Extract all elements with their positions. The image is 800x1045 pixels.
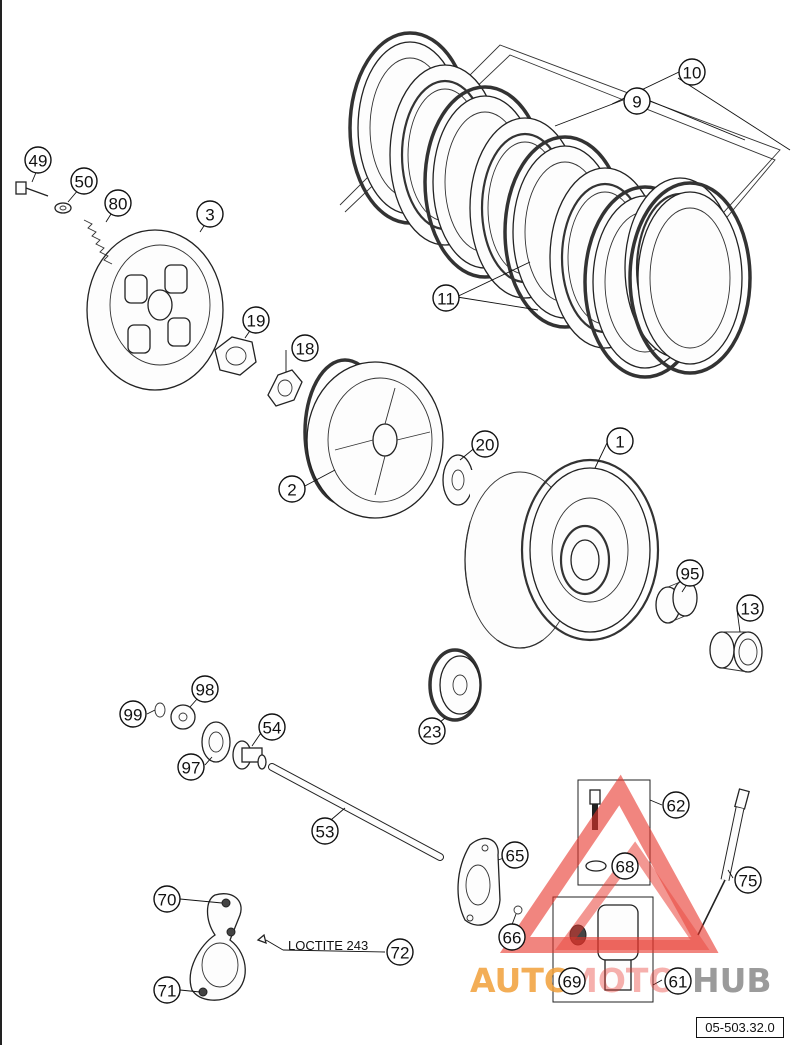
callout-label: 71 <box>158 982 177 1001</box>
callout-95: 95 <box>676 559 704 587</box>
primary-gear <box>428 648 482 722</box>
push-rod <box>268 763 444 861</box>
callout-label: 11 <box>437 290 455 309</box>
inner-clutch-hub <box>303 358 444 519</box>
release-cover <box>189 893 386 1001</box>
reference-code: 05-503.32.0 <box>696 1017 784 1038</box>
callout-18: 18 <box>291 334 319 362</box>
callout-label: 97 <box>182 759 201 778</box>
callout-label: 54 <box>263 719 282 738</box>
callout-62: 62 <box>662 791 690 819</box>
callout-75: 75 <box>734 866 762 894</box>
callout-13: 13 <box>736 594 764 622</box>
callout-label: 66 <box>503 929 522 948</box>
watermark-text-auto: AUTO <box>470 961 572 1000</box>
callout-69: 69 <box>558 967 586 995</box>
release-small-parts <box>154 702 267 770</box>
callout-99: 99 <box>119 700 147 728</box>
callout-label: 99 <box>124 706 143 725</box>
callout-label: 3 <box>205 206 214 225</box>
callout-23: 23 <box>418 717 446 745</box>
callout-label: 98 <box>196 681 215 700</box>
callout-label: 20 <box>476 436 495 455</box>
callout-label: 18 <box>296 340 315 359</box>
callout-label: 72 <box>391 944 410 963</box>
watermark-logo: AUTO MOTO HUB <box>470 774 772 1000</box>
callout-label: 62 <box>667 797 686 816</box>
pressure-plate <box>86 229 224 391</box>
callout-label: 9 <box>632 93 641 112</box>
syringe-tool <box>697 788 750 936</box>
callout-10: 10 <box>678 58 706 86</box>
callout-layer: 1239101113181920234950535461626566686970… <box>24 58 764 1004</box>
callout-label: 13 <box>741 600 760 619</box>
frame-border <box>0 0 2 1045</box>
callout-label: 68 <box>616 858 635 877</box>
callout-72: 72 <box>386 938 414 966</box>
callout-19: 19 <box>242 306 270 334</box>
callout-label: 50 <box>75 173 94 192</box>
callout-label: 69 <box>563 973 582 992</box>
callout-2: 2 <box>278 475 306 503</box>
callout-70: 70 <box>153 885 181 913</box>
callout-53: 53 <box>311 817 339 845</box>
callout-label: 23 <box>423 723 442 742</box>
bushing <box>709 631 763 673</box>
callout-label: 10 <box>683 64 702 83</box>
callout-label: 95 <box>681 565 700 584</box>
callout-label: 65 <box>506 847 525 866</box>
nut-and-lock-washer <box>214 336 303 407</box>
callout-label: 2 <box>287 481 296 500</box>
callout-80: 80 <box>104 189 132 217</box>
callout-50: 50 <box>70 167 98 195</box>
outer-clutch-basket <box>464 458 660 649</box>
callout-61: 61 <box>664 967 692 995</box>
callout-11: 11 <box>432 284 460 312</box>
callout-label: 75 <box>739 872 758 891</box>
callout-71: 71 <box>153 976 181 1004</box>
callout-66: 66 <box>498 923 526 951</box>
callout-20: 20 <box>471 430 499 458</box>
thrust-washer <box>442 454 474 506</box>
needle-bearing <box>655 579 698 624</box>
loctite-annotation: LOCTITE 243 <box>288 938 368 953</box>
callout-label: 80 <box>109 195 128 214</box>
callout-label: 1 <box>615 433 624 452</box>
callout-label: 53 <box>316 823 335 842</box>
callout-97: 97 <box>177 753 205 781</box>
callout-68: 68 <box>611 852 639 880</box>
callout-label: 49 <box>29 152 48 171</box>
callout-1: 1 <box>606 427 634 455</box>
callout-label: 19 <box>247 312 266 331</box>
callout-54: 54 <box>258 713 286 741</box>
callout-9: 9 <box>623 87 651 115</box>
callout-label: 61 <box>669 973 688 992</box>
clutch-disc-stack <box>339 31 781 379</box>
gasket <box>457 837 523 926</box>
callout-98: 98 <box>191 675 219 703</box>
callout-49: 49 <box>24 146 52 174</box>
callout-65: 65 <box>501 841 529 869</box>
callout-label: 70 <box>158 891 177 910</box>
watermark-text-hub: HUB <box>692 961 772 1000</box>
callout-3: 3 <box>196 200 224 228</box>
screw-washer-spring <box>15 181 113 265</box>
